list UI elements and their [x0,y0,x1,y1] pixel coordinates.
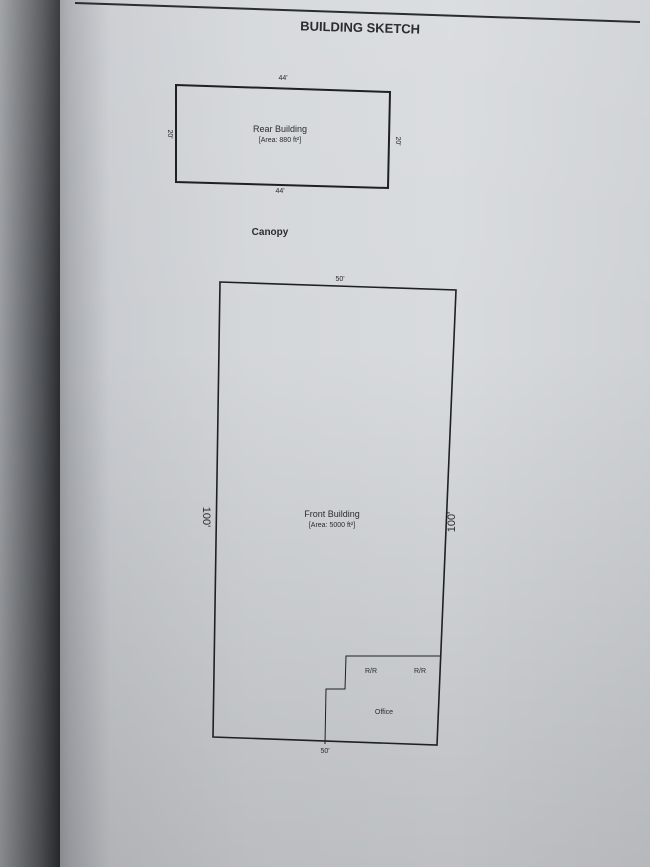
front-building: 50' 50' 100' 100' Front Building [Area: … [200,276,458,755]
rear-left-dimension: 20' [166,129,173,138]
front-building-area: [Area: 5000 ft²] [309,522,355,529]
rear-building: 44' 44' 20' 20' Rear Building [Area: 880… [166,75,401,195]
restroom-label: R/R [365,668,377,675]
front-top-dimension: 50' [335,276,344,283]
rear-building-label: Rear Building [253,124,307,134]
rear-top-dimension: 44' [278,75,287,82]
office-outline [324,655,441,745]
rear-building-outline [175,83,392,190]
front-bottom-dimension: 50' [320,748,329,755]
office-label: Office [375,709,393,716]
page-title: BUILDING SKETCH [300,18,420,36]
front-left-dimension: 100' [200,507,212,527]
rear-bottom-dimension: 44' [275,188,284,195]
header-rule [74,2,641,23]
rear-building-area: [Area: 880 ft²] [259,137,301,144]
restroom-label: R/R [414,668,426,675]
book-spine [0,0,60,867]
front-building-outline [212,281,457,746]
front-building-label: Front Building [304,509,360,519]
front-right-dimension: 100' [446,512,458,532]
rear-right-dimension: 20' [394,136,401,145]
canopy-label: Canopy [252,227,289,238]
